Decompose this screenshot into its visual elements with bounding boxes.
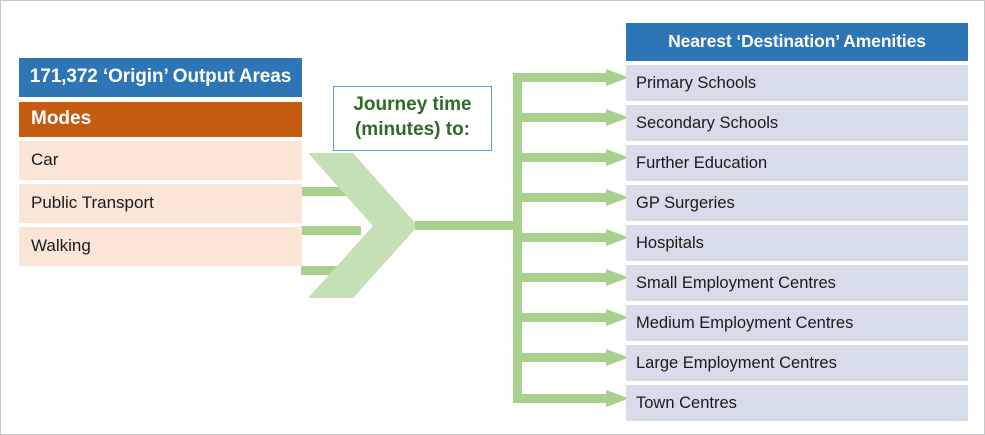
amenity-arrow-gp-surgeries: [513, 189, 629, 206]
destination-title: Nearest ‘Destination’ Amenities: [626, 23, 968, 61]
journey-time-callout: Journey time (minutes) to:: [333, 86, 492, 152]
mode-connector-public-transport: [301, 226, 361, 235]
origin-panel: 171,372 ‘Origin’ Output Areas Modes Car …: [19, 58, 302, 266]
amenity-row-secondary-schools: Secondary Schools: [626, 105, 968, 141]
mode-row-public-transport: Public Transport: [19, 183, 302, 223]
merge-chevron: [308, 153, 418, 298]
spine-line: [513, 73, 522, 403]
amenity-row-medium-employment-centres: Medium Employment Centres: [626, 305, 968, 341]
amenity-arrow-large-employment-centres: [513, 349, 629, 366]
amenity-row-further-education: Further Education: [626, 145, 968, 181]
modes-header: Modes: [19, 101, 302, 137]
mode-row-walking: Walking: [19, 226, 302, 266]
trunk-line: [415, 221, 521, 230]
amenity-arrow-hospitals: [513, 229, 629, 246]
amenity-arrow-medium-employment-centres: [513, 309, 629, 326]
amenity-arrow-further-education: [513, 149, 629, 166]
origin-title: 171,372 ‘Origin’ Output Areas: [19, 58, 302, 97]
amenity-row-town-centres: Town Centres: [626, 385, 968, 421]
amenity-arrow-secondary-schools: [513, 109, 629, 126]
amenity-arrow-group: [513, 69, 629, 407]
amenity-arrow-small-employment-centres: [513, 269, 629, 286]
mode-row-car: Car: [19, 140, 302, 180]
mode-connector-walking: [301, 266, 361, 275]
amenity-row-small-employment-centres: Small Employment Centres: [626, 265, 968, 301]
amenity-row-gp-surgeries: GP Surgeries: [626, 185, 968, 221]
amenity-arrow-town-centres: [513, 390, 629, 407]
amenity-row-primary-schools: Primary Schools: [626, 65, 968, 101]
amenity-row-large-employment-centres: Large Employment Centres: [626, 345, 968, 381]
mode-connector-car: [301, 187, 361, 196]
amenity-arrow-primary-schools: [513, 69, 629, 86]
journey-time-line-2: (minutes) to:: [354, 118, 471, 140]
destination-panel: Nearest ‘Destination’ Amenities Primary …: [626, 23, 968, 421]
journey-time-line-1: Journey time: [353, 94, 472, 115]
amenity-row-hospitals: Hospitals: [626, 225, 968, 261]
